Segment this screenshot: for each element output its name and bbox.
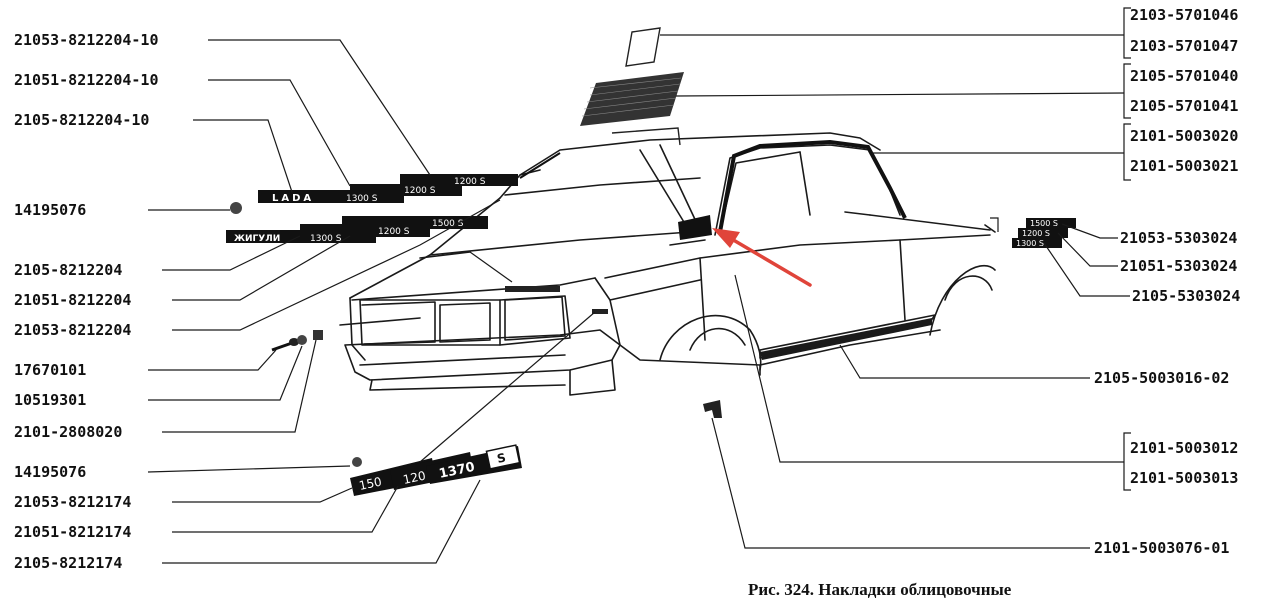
side-badge-2 (1018, 228, 1068, 238)
label-right-7: 21053-5303024 (1120, 229, 1238, 247)
rear-window-decal-part (580, 72, 684, 126)
label-left-6: 21051-8212204 (14, 291, 132, 309)
label-right-3: 2105-5701040 (1130, 67, 1239, 85)
badge-text-lada: LADA (272, 193, 314, 204)
label-right-9: 2105-5303024 (1132, 287, 1241, 305)
label-right-8: 21051-5303024 (1120, 257, 1238, 275)
badge-text-1200-a: 1200 S (404, 186, 436, 196)
badge-text-zhiguli: ЖИГУЛИ (234, 234, 280, 244)
label-left-13: 21051-8212174 (14, 523, 132, 541)
badge-lada (258, 190, 404, 203)
label-left-3: 2105-8212204-10 (14, 111, 150, 129)
bottom-badge-text-1370: 1370 (438, 460, 477, 482)
window-sticker-part (625, 27, 661, 67)
label-left-10: 2101-2808020 (14, 423, 123, 441)
badge-text-1300: 1300 S (346, 194, 378, 204)
sill-molding (760, 318, 932, 360)
label-left-12: 21053-8212174 (14, 493, 132, 511)
plug-part (313, 330, 323, 340)
label-right-12: 2101-5003013 (1130, 469, 1239, 487)
bottom-badge-text-s: S (496, 450, 507, 465)
label-left-7: 21053-8212204 (14, 321, 132, 339)
rear-window-trim (519, 152, 561, 179)
c-pillar-vent (678, 215, 712, 240)
leader-lines-right (660, 7, 1131, 549)
badge-group-top: LADA 1300 S 1200 S 1200 S ЖИГУЛИ 1300 S … (226, 174, 518, 244)
label-left-4: 14195076 (14, 201, 87, 219)
label-right-13: 2101-5003076-01 (1094, 539, 1230, 557)
door-clip-part (703, 400, 722, 418)
badge-group-side: 1500 S 1200 S 1300 S (1012, 218, 1076, 248)
label-left-5: 2105-8212204 (14, 261, 123, 279)
side-badge-3 (1012, 238, 1062, 248)
bottom-badge-text-150: 150 (358, 474, 383, 492)
label-right-4: 2105-5701041 (1130, 97, 1239, 115)
pillar-bracket (611, 127, 681, 146)
side-badge-text-1: 1500 S (1030, 219, 1058, 228)
nut-part-bottom (352, 457, 362, 467)
badge-text-1200-b: 1200 S (454, 177, 486, 187)
label-left-11: 14195076 (14, 463, 87, 481)
side-badge-text-2: 1200 S (1022, 229, 1050, 238)
decal-hatch (581, 77, 682, 117)
label-left-8: 17670101 (14, 361, 87, 379)
washer-part (297, 335, 307, 345)
label-right-1: 2103-5701046 (1130, 6, 1239, 24)
label-left-1: 21053-8212204-10 (14, 31, 159, 49)
badge-group-bottom: 150 120 1370 S (350, 444, 522, 496)
trunk-emblem (505, 286, 560, 292)
badge-text-1500: 1500 S (432, 219, 464, 229)
side-badge-text-3: 1300 S (1016, 239, 1044, 248)
side-badge-1 (1026, 218, 1076, 228)
label-left-9: 10519301 (14, 391, 87, 409)
screw-part (271, 338, 299, 352)
bottom-badge-text-120: 120 (402, 468, 427, 486)
label-left-2: 21051-8212204-10 (14, 71, 159, 89)
bottom-badge-s-frame (485, 444, 521, 470)
badge-text-1300-b: 1300 S (310, 234, 342, 244)
nut-part-top (230, 202, 242, 214)
label-right-5: 2101-5003020 (1130, 127, 1239, 145)
label-right-2: 2103-5701047 (1130, 37, 1239, 55)
car-body-drawing (339, 132, 996, 396)
highlight-arrow (712, 228, 812, 287)
roof-molding (718, 139, 907, 233)
badge-1200s-top (400, 174, 518, 186)
label-right-10: 2105-5003016-02 (1094, 369, 1230, 387)
license-light (592, 309, 608, 314)
label-right-11: 2101-5003012 (1130, 439, 1239, 457)
figure-caption: Рис. 324. Накладки облицовочные (748, 580, 1012, 599)
leader-lines-left (147, 39, 596, 564)
label-right-6: 2101-5003021 (1130, 157, 1239, 175)
label-left-14: 2105-8212174 (14, 554, 123, 572)
badge-text-1200-c: 1200 S (378, 227, 410, 237)
badge-zhiguli (226, 230, 376, 243)
